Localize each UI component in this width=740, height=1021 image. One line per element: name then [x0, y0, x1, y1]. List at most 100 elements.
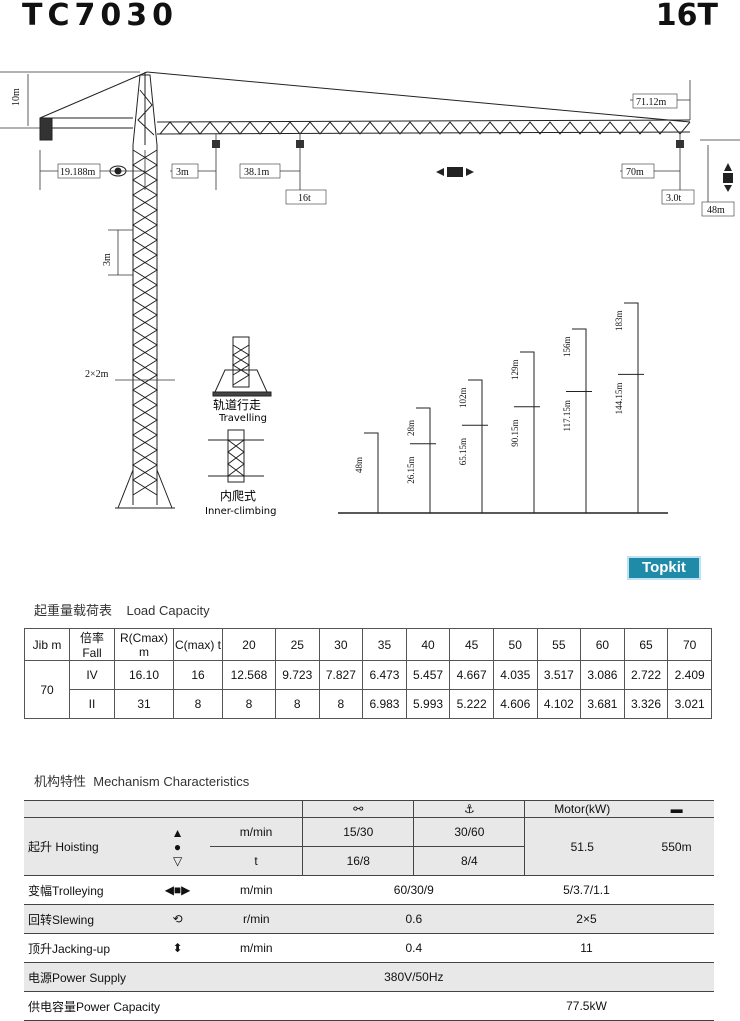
load-cell: 3.086	[580, 660, 625, 690]
hook-icon-single: ⚓	[413, 800, 525, 818]
header-radius: 70	[667, 628, 712, 661]
dim-top-height: 10m	[11, 88, 22, 106]
power-supply-value: 380V/50Hz	[302, 962, 525, 992]
load-cell: 5.457	[405, 660, 451, 690]
power-supply-label: 电源Power Supply	[24, 962, 210, 992]
load-cell: 5.222	[449, 689, 494, 719]
height-label-upper: 28m	[406, 420, 416, 436]
crane-diagram: 10m 19.188m 3m 38.1m 16t 71.12m 70m 3.0t…	[0, 71, 740, 517]
hoisting-speed-a: 15/30	[302, 817, 414, 847]
trolley-icon: ◀■▶	[145, 875, 210, 905]
c-cell: 16	[173, 660, 223, 690]
height-column	[364, 432, 379, 513]
hoisting-motor: 51.5	[524, 817, 640, 876]
dim-jib-radius: 70m	[626, 167, 644, 178]
c-cell: 8	[173, 689, 223, 719]
slewing-row: 回转Slewing ⟲ r/min 0.6 2×5	[24, 904, 714, 934]
load-cell: 6.983	[362, 689, 407, 719]
capacity-title: 16T	[655, 0, 718, 33]
dim-load-end: 3.0t	[666, 193, 682, 204]
jacking-icon: ⬍	[145, 933, 210, 963]
load-cell: 9.723	[274, 660, 320, 690]
load-cell: 3.681	[580, 689, 625, 719]
load-capacity-table: Jib m 倍率 Fall R(Cmax) m C(max) t 20 25 3…	[24, 628, 712, 719]
jacking-icon	[723, 163, 733, 192]
height-column	[520, 351, 535, 513]
travelling-label-cn: 轨道行走	[213, 398, 261, 412]
power-capacity-label: 供电容量Power Capacity	[24, 991, 303, 1021]
jacking-label: 顶升Jacking-up	[24, 933, 146, 963]
load-cell: 4.667	[449, 660, 494, 690]
header-radius: 50	[492, 628, 538, 661]
load-cell: 8	[318, 689, 364, 719]
height-label-lower: 117.15m	[562, 400, 572, 431]
model-title: TC7030	[22, 0, 178, 33]
motor-header: Motor(kW)	[524, 800, 640, 818]
r-cell: 31	[114, 689, 174, 719]
hook-icon-double: ⚯	[302, 800, 414, 818]
inner-climbing-config	[208, 429, 264, 483]
height-column	[572, 328, 587, 513]
dim-jib-end: 71.12m	[636, 97, 667, 108]
height-label-lower: 90.15m	[510, 419, 520, 446]
jacking-motor: 11	[524, 933, 714, 963]
trolleying-unit: m/min	[209, 875, 303, 905]
height-label-lower: 65.15m	[458, 438, 468, 465]
travelling-label-en: Travelling	[218, 413, 267, 424]
load-cell: 2.722	[623, 660, 669, 690]
slewing-label: 回转Slewing	[24, 904, 146, 934]
hoisting-speed-b: 30/60	[413, 817, 525, 847]
header-r: R(Cmax) m	[114, 628, 174, 661]
dim-jib-mid: 38.1m	[244, 167, 270, 178]
header-jib: Jib m	[24, 628, 70, 661]
header-radius: 30	[318, 628, 364, 661]
hoisting-unit-speed: m/min	[209, 817, 303, 847]
jacking-value: 0.4	[302, 933, 525, 963]
height-label-lower: 26.15m	[406, 456, 416, 483]
r-cell: 16.10	[114, 660, 174, 690]
table-row: II 31 8 8 8 8 6.983 5.993 5.222 4.606 4.…	[25, 689, 712, 719]
load-cell: 12.568	[222, 660, 276, 690]
trolley-icon	[436, 167, 474, 177]
height-label-upper: 129m	[510, 359, 520, 380]
mechanism-title: 机构特性 Mechanism Characteristics	[34, 774, 250, 789]
hoisting-rope: 550m	[639, 817, 714, 876]
height-label-lower: 144.15m	[614, 383, 624, 415]
height-column	[468, 379, 483, 513]
table-row: 70 IV 16.10 16 12.568 9.723 7.827 6.473 …	[24, 660, 712, 719]
height-column	[624, 302, 639, 513]
trolleying-motor: 5/3.7/1.1	[524, 875, 714, 905]
hoisting-label: 起升 Hoisting	[24, 817, 146, 876]
header-radius: 55	[536, 628, 582, 661]
dim-section-height: 3m	[102, 253, 113, 266]
height-column	[416, 407, 431, 513]
load-cell: 4.035	[492, 660, 538, 690]
table-header-row: Jib m 倍率 Fall R(Cmax) m C(max) t 20 25 3…	[24, 628, 712, 661]
load-cell: 2.409	[667, 660, 712, 690]
height-label-upper: 183m	[614, 310, 624, 331]
header-c: C(max) t	[173, 628, 223, 661]
header-radius: 60	[580, 628, 625, 661]
hoisting-icon: ▲●▽	[145, 817, 210, 876]
slewing-value: 0.6	[302, 904, 525, 934]
fall-cell: II	[69, 689, 115, 719]
trolleying-value: 60/30/9	[302, 875, 525, 905]
jib	[39, 71, 691, 141]
jib-length: 70	[24, 660, 70, 719]
load-cell: 3.021	[667, 689, 712, 719]
power-supply-row: 电源Power Supply 380V/50Hz	[24, 962, 714, 992]
jacking-unit: m/min	[209, 933, 303, 963]
header-fall: 倍率 Fall	[69, 628, 115, 661]
slewing-icon: ⟲	[145, 904, 210, 934]
mechanism-table: ⚯ ⚓ Motor(kW) ▬ 起升 Hoisting ▲●▽ m/min 15…	[24, 800, 714, 1021]
height-label-lower: 48m	[354, 457, 364, 473]
load-cell: 7.827	[318, 660, 364, 690]
fall-cell: IV	[69, 660, 115, 690]
dim-hook-offset: 3m	[176, 167, 189, 178]
slewing-unit: r/min	[209, 904, 303, 934]
load-cell: 5.993	[405, 689, 451, 719]
inner-climbing-label-en: Inner-climbing	[205, 506, 276, 517]
load-cell: 3.326	[623, 689, 669, 719]
dim-counter-jib: 19.188m	[60, 167, 96, 178]
hoisting-load-b: 8/4	[413, 846, 525, 876]
